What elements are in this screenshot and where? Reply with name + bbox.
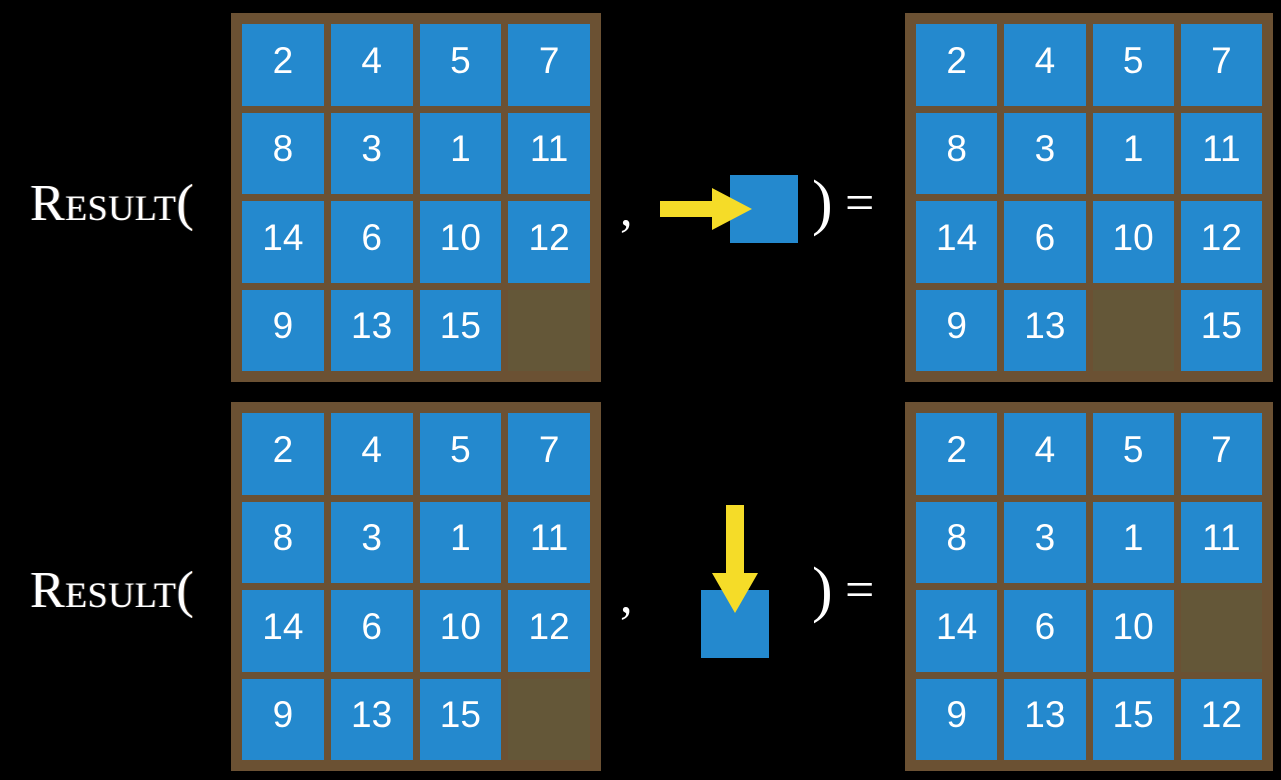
tile-cell[interactable]: 1 — [1092, 501, 1174, 583]
tile-cell[interactable]: 7 — [1180, 24, 1262, 106]
tile-cell[interactable]: 4 — [330, 24, 413, 106]
tile-cell[interactable]: 11 — [1180, 501, 1262, 583]
move-right-action[interactable] — [660, 170, 805, 245]
tile-cell[interactable]: 14 — [916, 590, 998, 672]
tile-cell[interactable]: 5 — [419, 413, 502, 495]
tile-cell[interactable]: 12 — [508, 590, 590, 672]
tile-cell[interactable]: 10 — [419, 590, 502, 672]
blank-cell — [1092, 289, 1174, 371]
tile-cell[interactable]: 15 — [1092, 678, 1174, 760]
tile-cell[interactable]: 3 — [330, 112, 413, 194]
tile-cell[interactable]: 12 — [508, 201, 590, 283]
blank-cell — [508, 678, 590, 760]
arrow-right-icon — [660, 188, 752, 230]
tile-cell[interactable]: 10 — [1092, 201, 1174, 283]
tile-cell[interactable]: 2 — [242, 413, 324, 495]
tile-cell[interactable]: 5 — [1092, 413, 1174, 495]
tile-cell[interactable]: 14 — [242, 590, 324, 672]
tile-cell[interactable]: 2 — [242, 24, 324, 106]
tile-cell[interactable]: 15 — [1180, 289, 1262, 371]
tile-cell[interactable]: 13 — [330, 678, 413, 760]
close-paren-row2: ) — [812, 556, 833, 624]
tile-cell[interactable]: 10 — [1092, 590, 1174, 672]
tile-cell[interactable]: 11 — [508, 112, 590, 194]
blank-cell — [1180, 590, 1262, 672]
equals-sign-row1: = — [845, 175, 875, 232]
comma-separator-row1: , — [620, 180, 633, 236]
blank-cell — [508, 289, 590, 371]
tile-cell[interactable]: 7 — [508, 413, 590, 495]
tile-cell[interactable]: 13 — [330, 289, 413, 371]
tile-cell[interactable]: 4 — [1004, 24, 1086, 106]
tile-cell[interactable]: 9 — [242, 289, 324, 371]
tile-cell[interactable]: 6 — [1004, 201, 1086, 283]
equals-sign-row2: = — [845, 562, 875, 619]
tile-cell[interactable]: 7 — [508, 24, 590, 106]
tile-cell[interactable]: 2 — [916, 24, 998, 106]
tile-cell[interactable]: 12 — [1180, 678, 1262, 760]
comma-separator-row2: , — [620, 567, 633, 623]
tile-cell[interactable]: 3 — [1004, 112, 1086, 194]
tile-cell[interactable]: 6 — [1004, 590, 1086, 672]
tile-cell[interactable]: 7 — [1180, 413, 1262, 495]
tile-cell[interactable]: 3 — [1004, 501, 1086, 583]
tile-cell[interactable]: 4 — [330, 413, 413, 495]
tile-cell[interactable]: 1 — [419, 112, 502, 194]
tile-cell[interactable]: 13 — [1004, 678, 1086, 760]
tile-cell[interactable]: 8 — [242, 112, 324, 194]
tile-cell[interactable]: 8 — [916, 501, 998, 583]
tile-cell[interactable]: 12 — [1180, 201, 1262, 283]
tile-cell[interactable]: 1 — [1092, 112, 1174, 194]
tile-cell[interactable]: 9 — [916, 289, 998, 371]
tile-cell[interactable]: 9 — [916, 678, 998, 760]
tile-cell[interactable]: 6 — [330, 590, 413, 672]
tile-cell[interactable]: 6 — [330, 201, 413, 283]
tile-cell[interactable]: 14 — [242, 201, 324, 283]
tile-cell[interactable]: 13 — [1004, 289, 1086, 371]
tile-cell[interactable]: 10 — [419, 201, 502, 283]
tile-cell[interactable]: 1 — [419, 501, 502, 583]
tile-cell[interactable]: 15 — [419, 289, 502, 371]
tile-cell[interactable]: 9 — [242, 678, 324, 760]
tile-cell[interactable]: 11 — [1180, 112, 1262, 194]
tile-cell[interactable]: 15 — [419, 678, 502, 760]
tile-cell[interactable]: 5 — [1092, 24, 1174, 106]
arrow-down-icon — [712, 505, 758, 613]
tile-cell[interactable]: 5 — [419, 24, 502, 106]
result-label-row1: Result( — [30, 175, 195, 232]
tile-cell[interactable]: 8 — [242, 501, 324, 583]
close-paren-row1: ) — [812, 169, 833, 237]
tile-cell[interactable]: 4 — [1004, 413, 1086, 495]
tile-cell[interactable]: 11 — [508, 501, 590, 583]
tile-cell[interactable]: 14 — [916, 201, 998, 283]
tile-cell[interactable]: 3 — [330, 501, 413, 583]
result-label-row2: Result( — [30, 562, 195, 619]
tile-cell[interactable]: 2 — [916, 413, 998, 495]
tile-cell[interactable]: 8 — [916, 112, 998, 194]
move-down-action[interactable] — [690, 505, 785, 665]
